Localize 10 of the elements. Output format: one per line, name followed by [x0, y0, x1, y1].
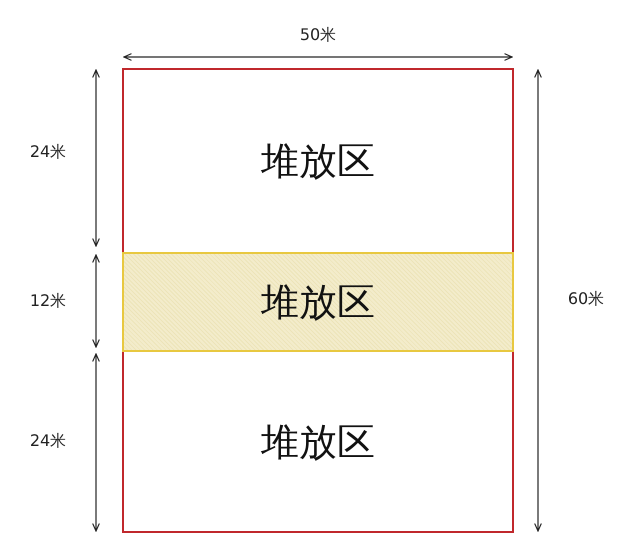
- storage-band: [122, 252, 514, 352]
- dimension-label: 24米: [30, 144, 66, 160]
- dimension-label: 24米: [30, 433, 66, 449]
- zone-label: 堆放区: [261, 422, 375, 460]
- site-outline: [122, 68, 514, 533]
- zone-label: 堆放区: [261, 142, 375, 180]
- zone-label: 堆放区: [261, 283, 375, 321]
- dimension-label: 60米: [568, 291, 604, 307]
- dimension-label: 50米: [300, 27, 336, 43]
- dimension-label: 12米: [30, 293, 66, 309]
